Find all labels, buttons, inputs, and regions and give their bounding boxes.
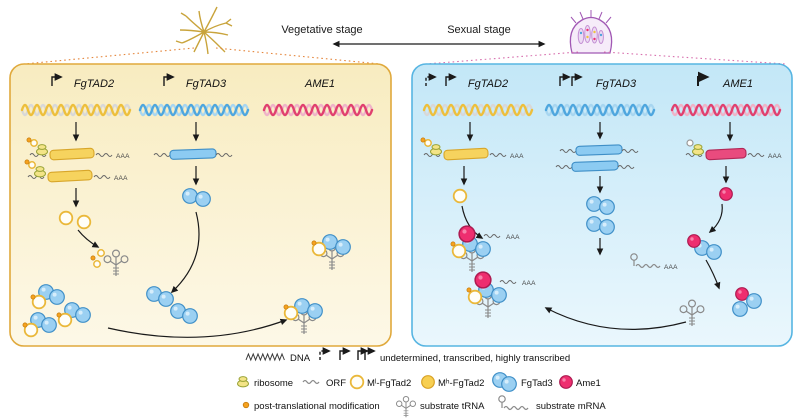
mrna-right-ame1: AAA [685, 139, 782, 161]
perithecium-icon [569, 10, 613, 54]
poly-a-label: AAA [114, 175, 128, 182]
mrna-right-fgtad3-2 [555, 160, 635, 172]
arrow-left-tad3-down [170, 211, 200, 294]
mrna-left-fgtad2-1: AAA [26, 137, 130, 161]
poly-a-label: AAA [522, 280, 536, 287]
legend-arrows-label: undetermined, transcribed, highly transc… [380, 353, 570, 364]
substrate-mrna-icon: AAA [630, 253, 678, 271]
ptm-icon [90, 255, 96, 261]
undetermined-arrow-icon [320, 351, 329, 360]
orf-icon [302, 379, 320, 385]
fgtad3-protein [182, 188, 198, 204]
ame1-icon [559, 375, 573, 389]
gene-label-left-fgtad3: FgTAD3 [186, 78, 227, 90]
legend-ptm-label: post-translational modification [254, 401, 380, 412]
sexual-stage-label: Sexual stage [447, 24, 511, 36]
editing-complex-on-mrna: AAA [466, 271, 536, 319]
legend-orf-label: ORF [326, 378, 346, 389]
ml-fgtad2-protein [452, 188, 468, 204]
sexual-connector-dotted [425, 51, 787, 65]
legend-ame1-label: Ame1 [576, 378, 601, 389]
gene-label-left-ame1: AME1 [304, 78, 335, 90]
gene-label-right-fgtad2: FgTAD2 [468, 78, 508, 90]
gene-label-left-fgtad2: FgTAD2 [74, 78, 114, 90]
legend-dna-label: DNA [290, 353, 311, 364]
mrna-left-fgtad3 [153, 148, 233, 160]
ptm-icon [242, 401, 250, 409]
gene-label-right-ame1: AME1 [722, 78, 753, 90]
mrna-right-fgtad2: AAA [420, 137, 524, 161]
fgtad3-protein [599, 219, 615, 235]
editing-complex-on-mrna: AAA [450, 225, 520, 273]
ml-fgtad2-small [93, 260, 101, 268]
gene-label-right-fgtad3: FgTAD3 [596, 78, 637, 90]
legend-mh-fgtad2-label: Mʰ-FgTad2 [438, 378, 484, 389]
ml-fgtad2-protein [58, 210, 74, 226]
ml-fgtad2-protein [76, 214, 92, 230]
mh-fgtad2-icon [421, 375, 435, 389]
ml-fgtad2-small [97, 249, 105, 257]
ribosome-icon [430, 144, 442, 156]
substrate-mrna-icon [498, 395, 529, 411]
poly-a-label: AAA [510, 153, 524, 160]
highly-transcribed-arrow-icon [365, 351, 374, 360]
substrate-trna-icon [396, 396, 416, 418]
poly-a-label: AAA [768, 153, 782, 160]
ribosome-icon [36, 144, 48, 156]
dna-legend-icon [245, 352, 285, 362]
transcribed-arrow-icon [340, 351, 349, 360]
arrow-right-to-editing-complex [544, 307, 687, 330]
ame1-protein [719, 187, 733, 201]
fgtad3-protein [158, 291, 174, 307]
poly-a-label: AAA [506, 234, 520, 241]
legend-ml-fgtad2-label: Mˡ-FgTad2 [367, 378, 411, 389]
fgtad3-protein [586, 216, 602, 232]
arrow-left-complex-to-trna [107, 318, 288, 338]
ribosome-icon [237, 376, 249, 388]
mrna-right-fgtad3-1 [559, 144, 639, 156]
ribosome-icon [692, 144, 704, 156]
legend-substrate-mrna-label: substrate mRNA [536, 401, 606, 412]
legend-fgtad3-label: FgTad3 [521, 378, 553, 389]
legend-ribosome-label: ribosome [254, 378, 293, 389]
vegetative-stage-label: Vegetative stage [281, 24, 362, 36]
legend: DNA undetermined, transcribed, highly tr… [237, 351, 606, 418]
legend-substrate-trna-label: substrate tRNA [420, 401, 485, 412]
poly-a-label: AAA [664, 264, 678, 271]
fgtad3-protein [599, 199, 615, 215]
arrow-left-tad2-to-trna [77, 229, 100, 248]
fgtad3-protein [195, 191, 211, 207]
mrna-left-fgtad2-2: AAA [24, 159, 128, 183]
vegetative-hyphae-icon [175, 6, 233, 55]
fgtad3-protein [182, 308, 198, 324]
fgtad3-icon [501, 376, 517, 392]
ml-fgtad2-icon [349, 374, 365, 390]
vegetative-connector-dotted [23, 47, 381, 65]
arrow-right-tad2-to-complex [461, 205, 484, 239]
fgtad3-protein [586, 196, 602, 212]
arrow-right-ame1-to-complex [708, 203, 723, 234]
arrow-right-complex-down [705, 259, 721, 290]
poly-a-label: AAA [116, 153, 130, 160]
ribosome-icon [34, 166, 46, 178]
